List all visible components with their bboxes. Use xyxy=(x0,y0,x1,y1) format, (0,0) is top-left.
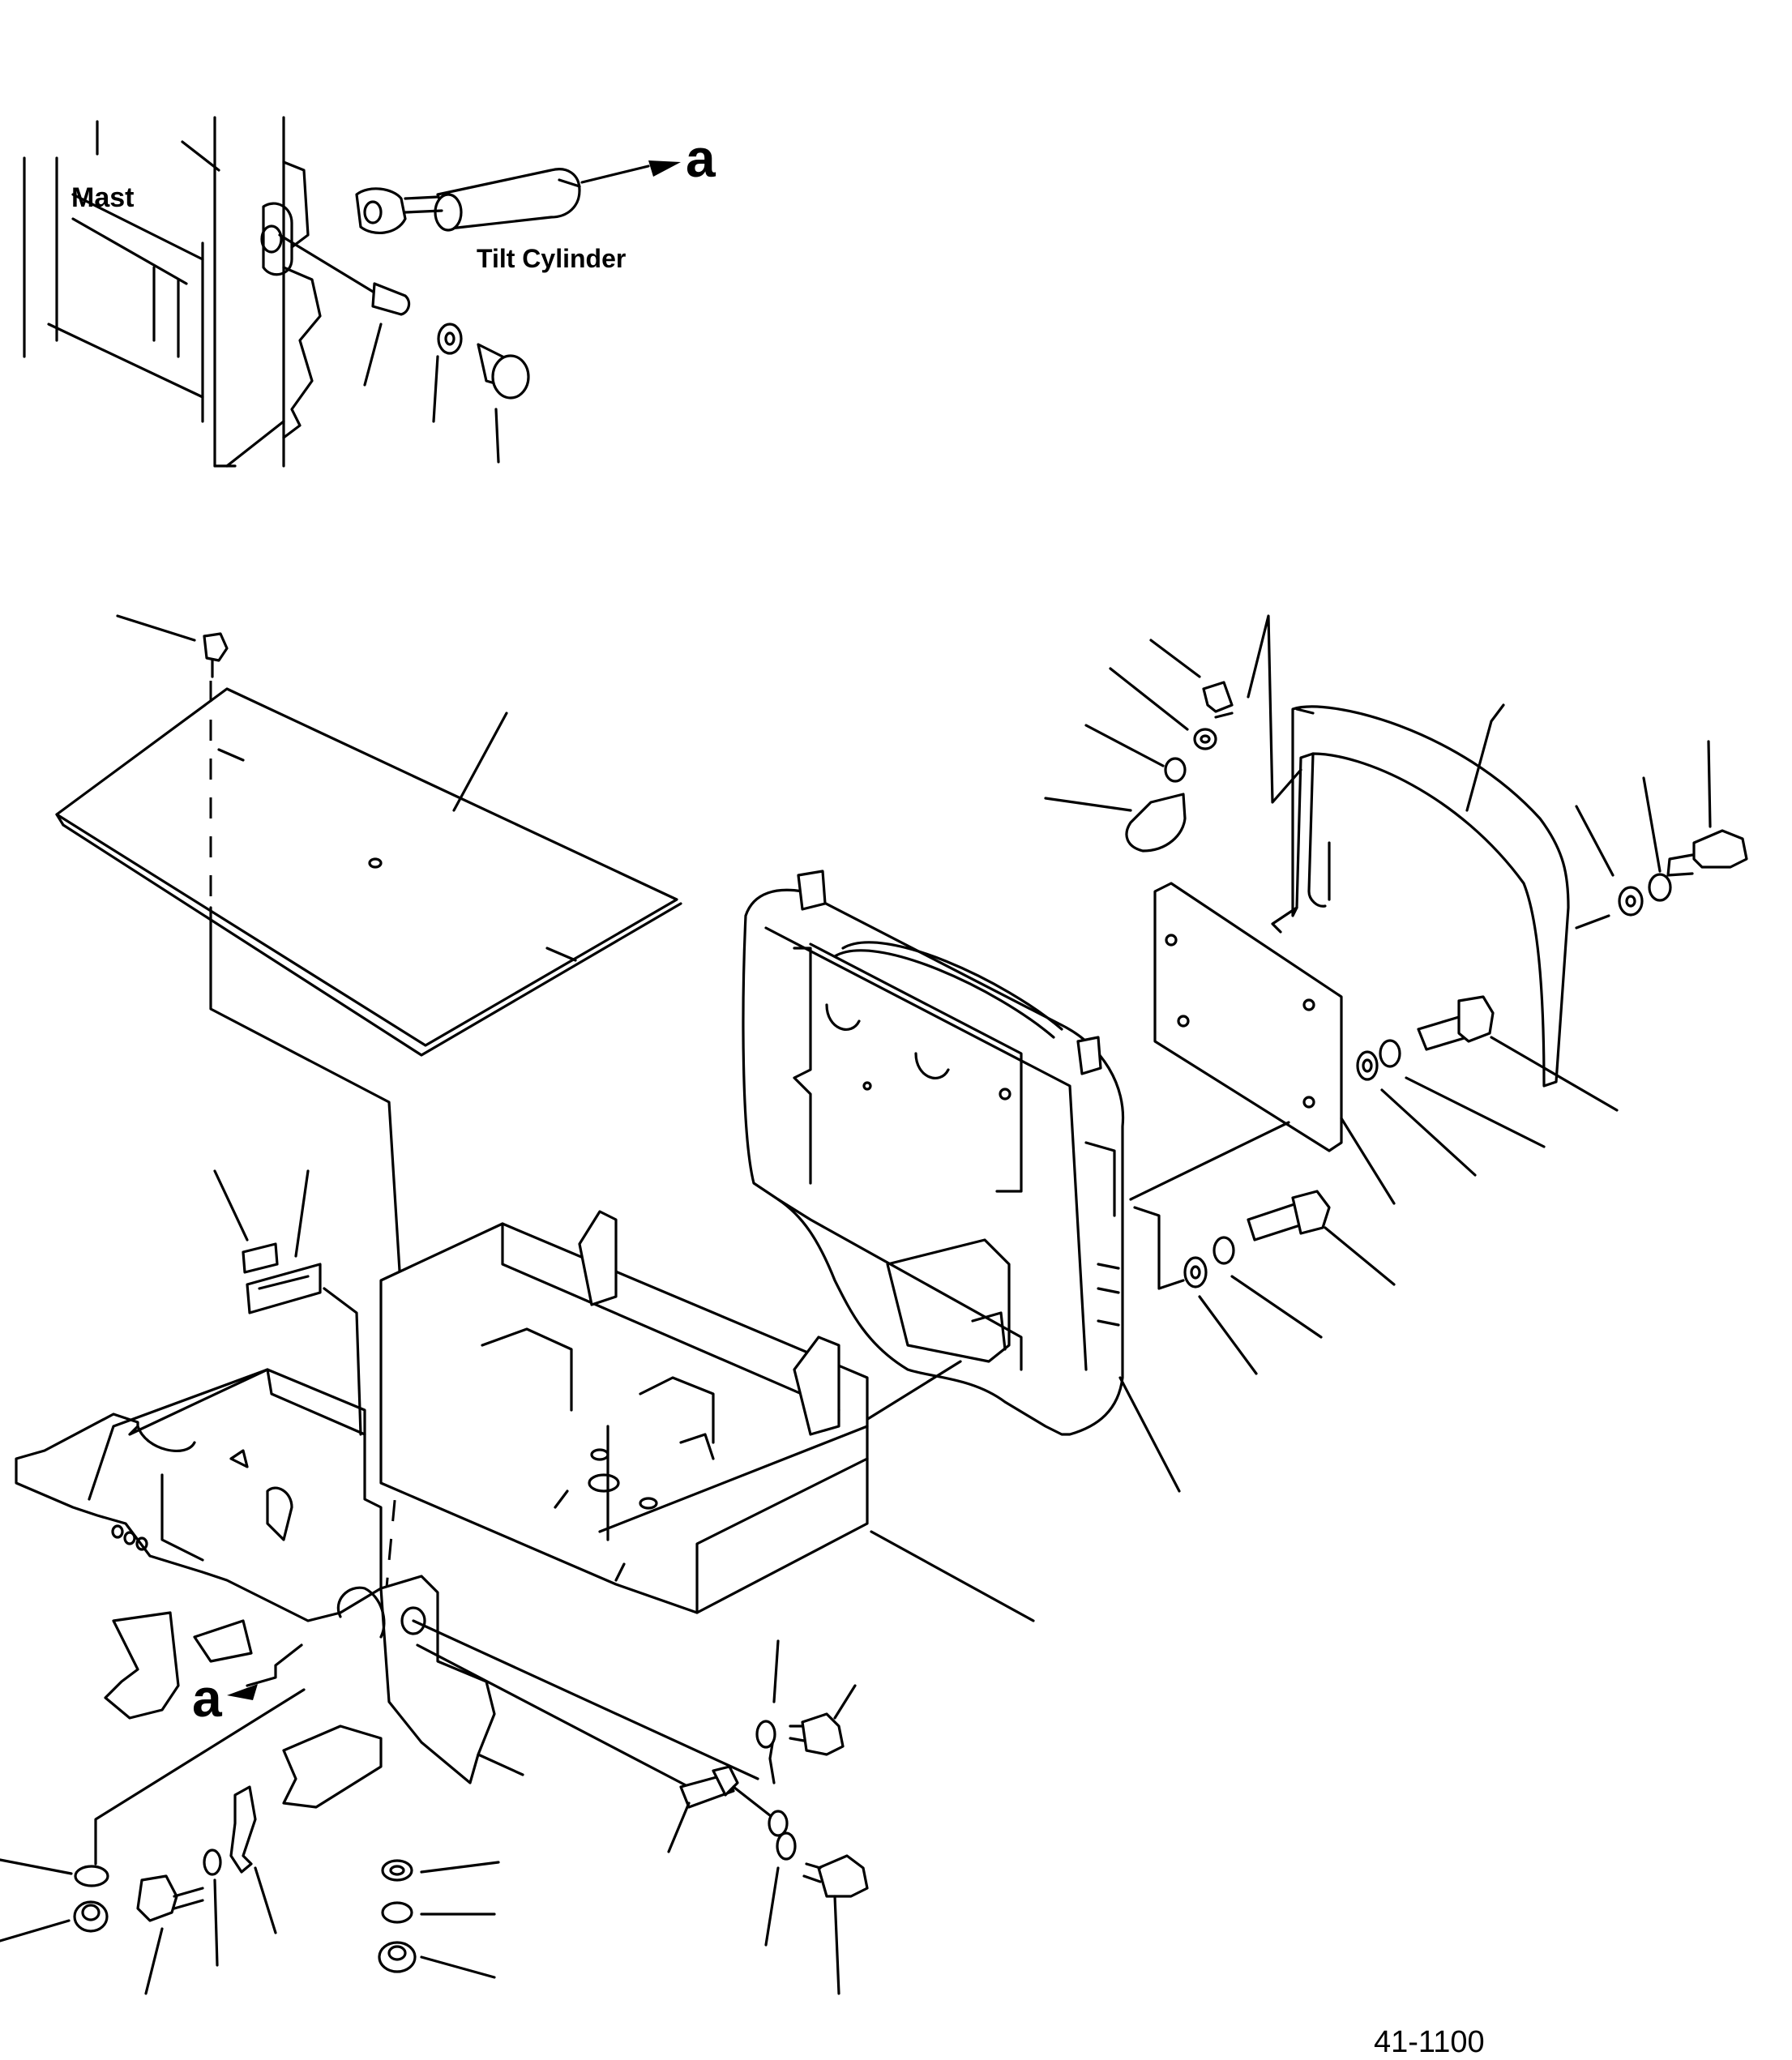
bottom-hardware-left xyxy=(0,1688,306,1995)
small-plates xyxy=(213,1169,362,1436)
seat-back-bolts xyxy=(841,1121,1396,1436)
mast-detail xyxy=(23,116,322,468)
ref-a-bottom-arrow xyxy=(227,1643,303,1700)
bottom-hardware-center xyxy=(378,1859,500,1979)
seat-pan xyxy=(1271,703,1748,1088)
seat-hinge-parts xyxy=(1044,614,1302,853)
leader-floor-to-frame xyxy=(209,906,411,1428)
figure-number: 41-1100 xyxy=(1374,2025,1485,2059)
frame-front xyxy=(15,1368,496,1809)
seat-plate xyxy=(1153,882,1396,1205)
bottom-hardware-right xyxy=(412,1619,869,1995)
floor-plate xyxy=(55,614,682,1057)
ref-a-bottom-label: a xyxy=(192,1668,223,1728)
tilt-cylinder xyxy=(355,160,681,234)
ref-a-top-label: a xyxy=(686,128,716,188)
tilt-cylinder-label: Tilt Cylinder xyxy=(477,244,626,273)
seat-plate-bolts xyxy=(1356,995,1619,1177)
mast-pin-and-bolt xyxy=(278,233,530,464)
mast-label: Mast xyxy=(71,182,134,213)
seat-back xyxy=(742,870,1181,1493)
main-frame xyxy=(379,1210,1035,1622)
